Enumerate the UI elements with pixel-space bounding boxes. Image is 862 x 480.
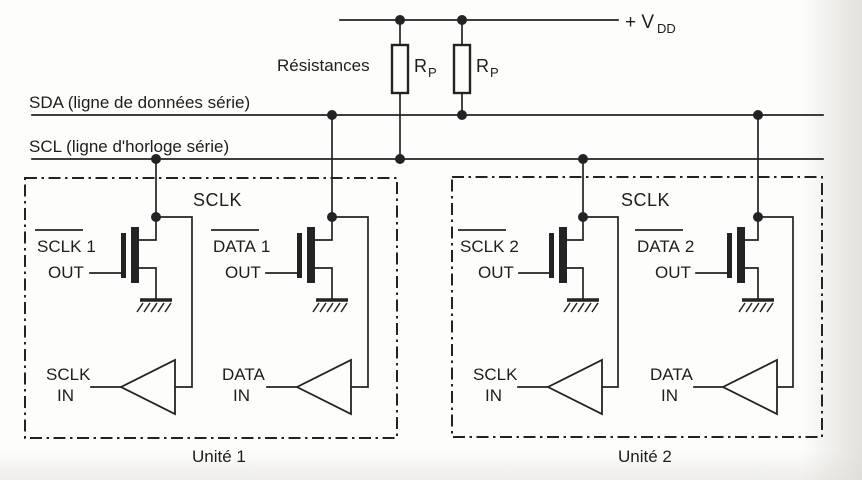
resistors-caption: Résistances — [277, 56, 370, 75]
in-port-label: IN — [57, 386, 74, 405]
in-port-label: IN — [233, 386, 250, 405]
out-port-label: OUT — [478, 263, 514, 282]
mosfet-icon — [89, 216, 157, 299]
vdd-label: + V — [625, 12, 654, 33]
gate-bar — [549, 233, 554, 278]
sclk-receiver: SCLK IN — [473, 358, 603, 416]
channel-bar — [737, 227, 745, 283]
in-signal-label: DATA — [650, 365, 693, 384]
junction-dot — [457, 110, 467, 120]
vdd-rail: + V DD — [339, 12, 676, 36]
data-receiver: DATA IN — [650, 358, 778, 416]
bus-lines: SDA (ligne de données série) SCL (ligne … — [29, 93, 824, 164]
buffer-triangle-icon — [545, 358, 603, 416]
resistor-ref: R — [476, 56, 490, 76]
channel-bar — [131, 227, 139, 283]
feedback-wire — [331, 216, 369, 388]
gate-bar — [121, 233, 126, 278]
ground-icon — [136, 298, 172, 313]
mosfet-icon — [265, 216, 333, 299]
in-signal-label: DATA — [222, 365, 265, 384]
feedback-wire — [757, 216, 794, 388]
resistor-ref-subscript: P — [428, 65, 437, 80]
buffer-triangle-icon — [720, 358, 778, 416]
mosfet-icon — [518, 216, 584, 299]
in-port-label: IN — [661, 386, 678, 405]
in-port-label: IN — [485, 386, 502, 405]
ground-hatch — [136, 302, 172, 313]
scl-line-label: SCL (ligne d'horloge série) — [29, 137, 229, 156]
source-lead — [138, 267, 157, 299]
resistor-body-icon — [390, 43, 410, 95]
pullup-resistor-sda: R P — [452, 19, 499, 116]
sda-line-label: SDA (ligne de données série) — [29, 93, 250, 112]
drain-lead — [566, 216, 584, 241]
pullup-resistors: Résistances R P R P — [277, 19, 499, 160]
out-port-label: OUT — [655, 263, 691, 282]
unit-1-border — [24, 177, 398, 439]
unit-clock-header: SCLK — [193, 190, 242, 210]
data-receiver: DATA IN — [222, 358, 352, 416]
in-signal-label: SCLK — [473, 365, 518, 384]
in-signal-label: SCLK — [46, 365, 91, 384]
vdd-subscript: DD — [657, 21, 676, 36]
resistor-ref: R — [414, 56, 428, 76]
unit-caption: Unité 1 — [192, 447, 246, 466]
resistor-body-icon — [452, 43, 472, 95]
feedback-wire — [155, 216, 193, 388]
ground-icon — [738, 298, 774, 313]
pullup-resistor-scl: R P — [390, 19, 437, 160]
drain-lead — [744, 216, 759, 241]
out-port-label: OUT — [48, 263, 84, 282]
sclk-receiver: SCLK IN — [46, 358, 176, 416]
ground-hatch — [563, 302, 599, 313]
ground-hatch — [312, 302, 348, 313]
source-lead — [314, 267, 333, 299]
drain-lead — [138, 216, 157, 241]
gate-bar — [727, 233, 732, 278]
source-lead — [744, 267, 759, 299]
feedback-wire — [582, 216, 619, 388]
unit-caption: Unité 2 — [618, 447, 672, 466]
channel-bar — [307, 227, 315, 283]
unit-2-border — [451, 176, 823, 438]
resistor-ref-subscript: P — [490, 65, 499, 80]
drain-lead — [314, 216, 333, 241]
unit-clock-header: SCLK — [621, 190, 670, 210]
ground-icon — [312, 298, 348, 313]
buffer-triangle-icon — [294, 358, 352, 416]
junction-dot — [395, 154, 405, 164]
buffer-triangle-icon — [118, 358, 176, 416]
ground-icon — [563, 298, 599, 313]
source-lead — [566, 267, 584, 299]
ground-hatch — [738, 302, 774, 313]
gate-bar — [297, 233, 302, 278]
mosfet-icon — [695, 216, 759, 299]
channel-bar — [559, 227, 567, 283]
out-port-label: OUT — [225, 263, 261, 282]
